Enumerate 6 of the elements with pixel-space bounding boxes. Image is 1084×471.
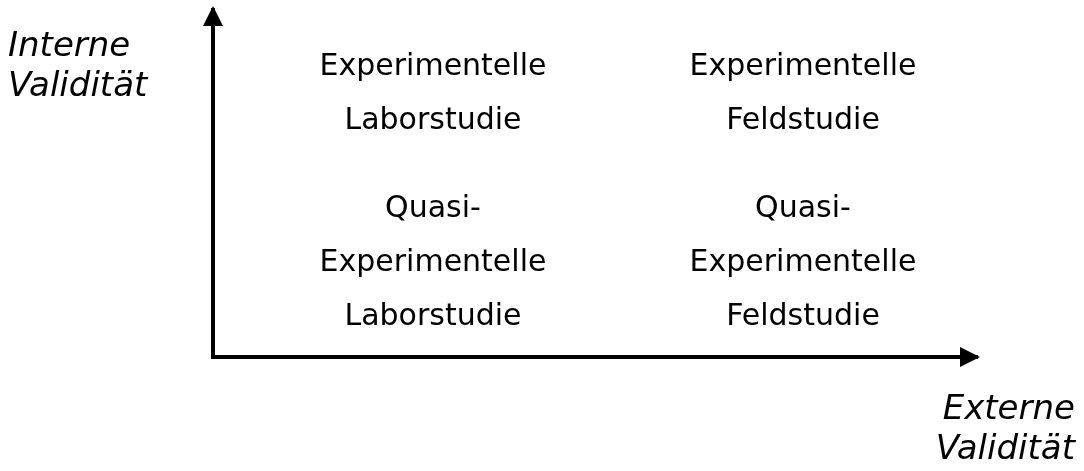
- quadrant-label: Quasi-Experimentelle Feldstudie: [688, 188, 918, 334]
- quadrant-label: Experimentelle Feldstudie: [688, 46, 918, 138]
- quadrant-label: Experimentelle Laborstudie: [318, 46, 548, 138]
- axis-label: Interne Validität: [8, 24, 150, 104]
- axis-label: Externe Validität: [934, 387, 1075, 467]
- quadrant-label: Quasi-Experimentelle Laborstudie: [318, 188, 548, 334]
